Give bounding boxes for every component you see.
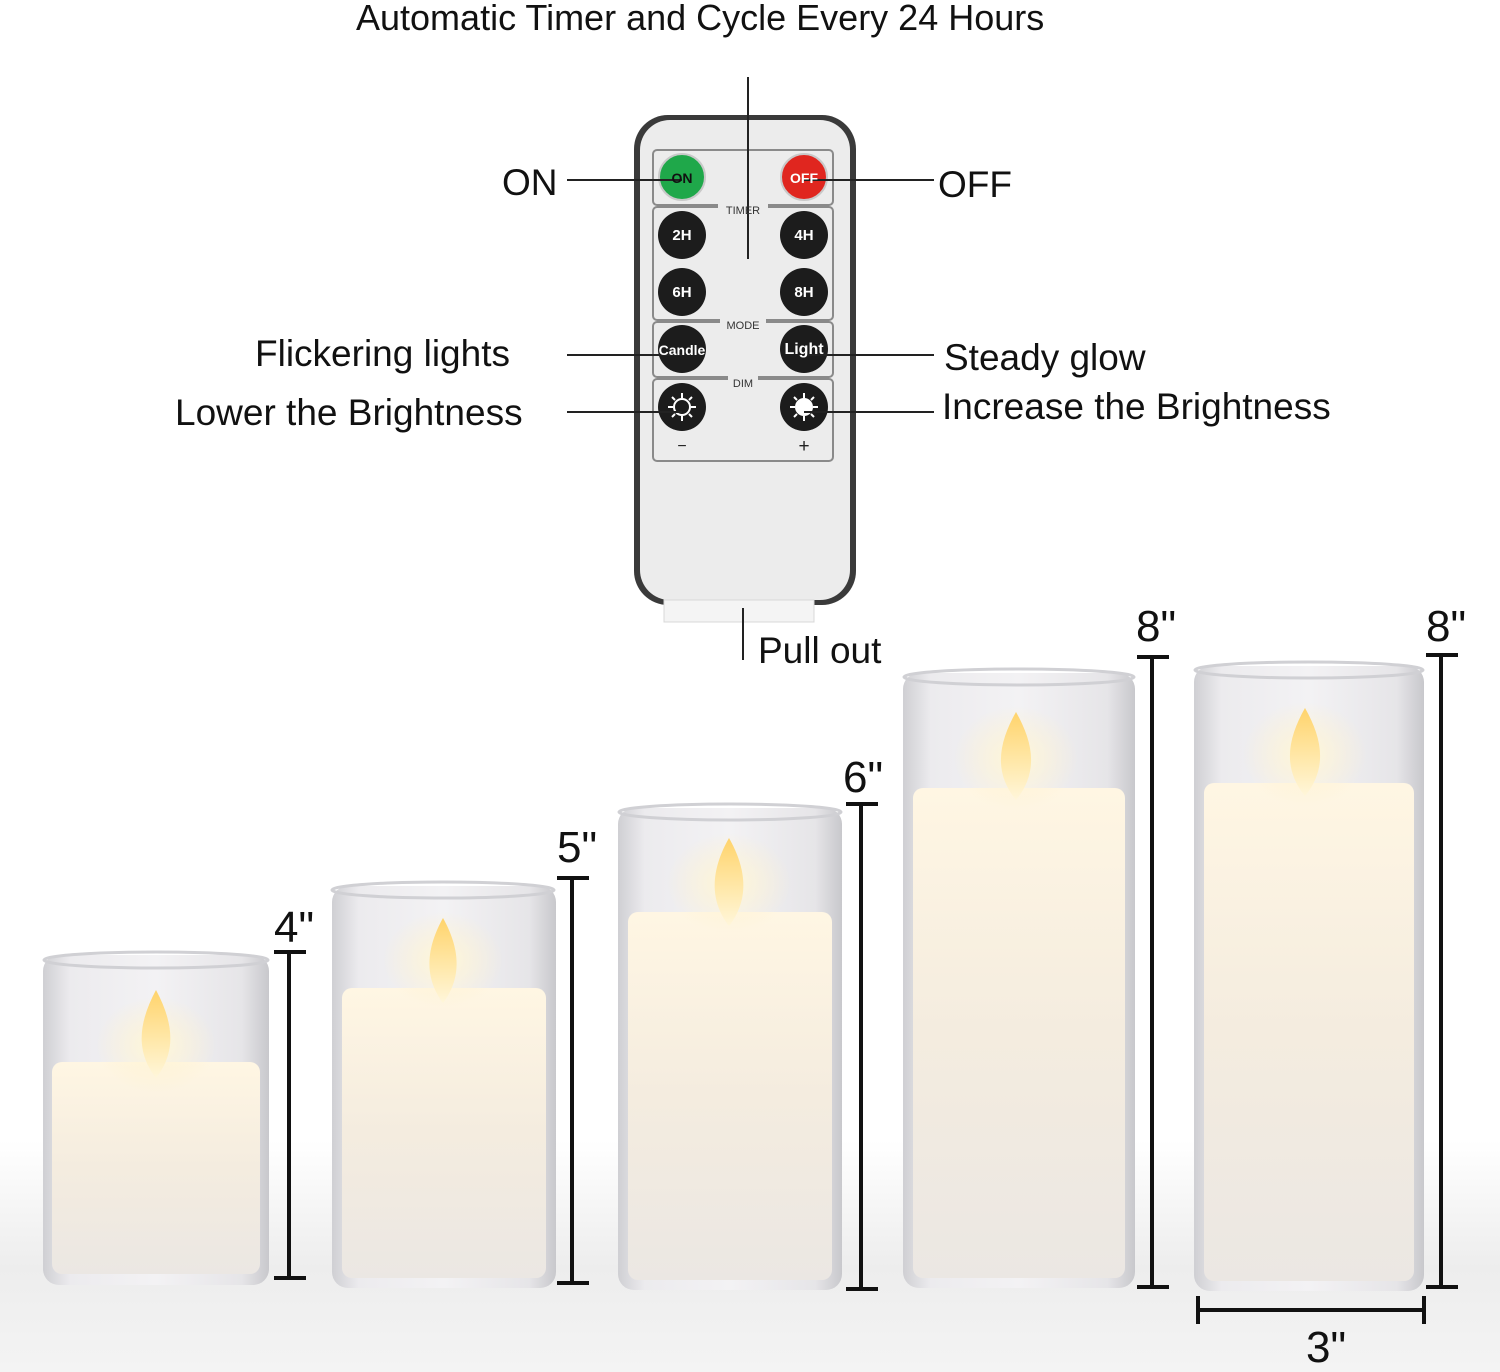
candle-3: [617, 802, 843, 1290]
sun-outline-icon: [668, 393, 696, 421]
height-label-5: 8": [1426, 602, 1467, 651]
sun-filled-icon: [790, 393, 818, 421]
callout-pull-out: Pull out: [758, 630, 882, 671]
timer-4h-button: [780, 211, 828, 259]
dim-minus-label: −: [677, 438, 687, 455]
battery-pull-tab: [663, 599, 815, 623]
height-bracket-3: [846, 802, 878, 1291]
off-button-label: OFF: [790, 170, 818, 186]
mode-candle-button: [658, 325, 706, 373]
callout-off: OFF: [938, 164, 1012, 205]
timer-6h-label: 6H: [672, 284, 692, 301]
dim-minus-button: [658, 383, 706, 431]
height-label-4: 8": [1136, 602, 1177, 651]
candle-1: [42, 950, 270, 1285]
mode-light-label: Light: [784, 341, 824, 358]
leader-flicker: [567, 354, 682, 356]
leader-lower: [567, 411, 682, 413]
leader-steady: [804, 354, 934, 356]
callout-increase-brightness: Increase the Brightness: [942, 386, 1331, 427]
timer-6h-button: [658, 268, 706, 316]
candle-2: [330, 880, 556, 1288]
leader-off: [804, 179, 934, 181]
timer-8h-label: 8H: [794, 284, 814, 301]
timer-2h-label: 2H: [672, 227, 692, 244]
timer-section-label: TIMER: [725, 205, 761, 217]
dim-section-label: DIM: [732, 378, 754, 390]
callout-steady-glow: Steady glow: [944, 337, 1146, 378]
height-bracket-1: [274, 950, 306, 1280]
height-label-1: 4": [274, 903, 315, 952]
height-label-2: 5": [557, 823, 598, 872]
timer-8h-button: [780, 268, 828, 316]
callout-lower-brightness: Lower the Brightness: [175, 392, 523, 433]
height-bracket-4: [1137, 655, 1169, 1289]
on-button-label: ON: [671, 170, 693, 186]
leader-pull-out: [742, 608, 744, 660]
height-bracket-5: [1426, 653, 1458, 1289]
mode-light-button: [780, 325, 828, 373]
candle-4: [902, 667, 1136, 1288]
callout-flickering-lights: Flickering lights: [255, 333, 510, 374]
leader-on: [567, 179, 682, 181]
timer-4h-label: 4H: [794, 227, 814, 244]
callout-on: ON: [502, 162, 558, 203]
width-bracket: [1196, 1296, 1426, 1324]
dim-plus-label: +: [798, 436, 810, 457]
on-button: [658, 153, 706, 201]
timer-2h-button: [658, 211, 706, 259]
candle-5: [1193, 660, 1425, 1291]
off-button: [780, 153, 828, 201]
remote-control: [634, 115, 856, 623]
height-bracket-2: [557, 876, 589, 1285]
height-label-3: 6": [843, 753, 884, 802]
timer-caption: Automatic Timer and Cycle Every 24 Hours: [356, 0, 1045, 38]
mode-candle-label: Candle: [658, 342, 706, 358]
leader-increase: [804, 411, 934, 413]
width-label: 3": [1306, 1323, 1347, 1372]
leader-timer: [747, 77, 749, 259]
mode-section-label: MODE: [726, 320, 760, 332]
dimension-brackets: [274, 653, 1458, 1324]
